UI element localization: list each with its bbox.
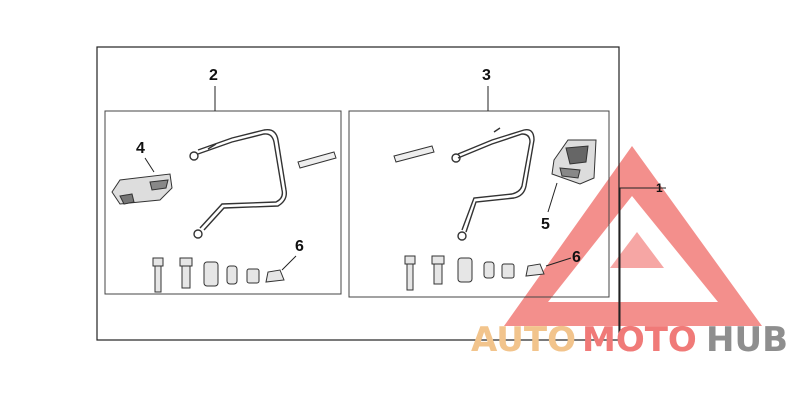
leader-left-cap [281, 255, 297, 271]
leader-kit [619, 187, 666, 340]
right-spacer-small [501, 263, 515, 279]
left-spacer-medium [226, 265, 238, 285]
left-spacer-small [246, 268, 260, 284]
right-plate-part [393, 145, 435, 163]
callout-right-cap: 6 [572, 249, 581, 266]
callout-left-set: 2 [209, 67, 218, 84]
leader-right-latch [547, 182, 558, 213]
callout-right-set: 3 [482, 67, 491, 84]
watermark-logo [504, 146, 762, 326]
right-strap-part [451, 127, 535, 241]
watermark-word-moto: MOTO [582, 320, 697, 360]
left-bolt-long [152, 257, 164, 267]
right-bolt-long [404, 255, 416, 265]
right-latch-part [551, 139, 597, 185]
watermark-triangle [504, 146, 762, 326]
callout-left-cap: 6 [295, 238, 304, 255]
leader-right-cap [545, 257, 572, 267]
right-cap-part [525, 263, 545, 277]
left-set-box [104, 110, 342, 295]
right-spacer-medium [483, 261, 495, 279]
left-hardware-row [152, 257, 285, 293]
watermark-wordmark: AUTO MOTO HUB [471, 320, 788, 360]
left-bolt-short [179, 257, 193, 267]
watermark-word-auto: AUTO [471, 320, 576, 360]
right-spacer-large [457, 257, 473, 283]
right-bolt-short [431, 255, 445, 265]
kit-outline [96, 46, 620, 341]
left-latch-part [111, 173, 173, 205]
watermark-word-hub: HUB [706, 320, 788, 360]
left-plate-part [297, 151, 337, 169]
callout-right-latch: 5 [541, 216, 550, 233]
right-set-box [348, 110, 610, 298]
left-cap-part [265, 269, 285, 283]
left-strap-part [189, 129, 288, 239]
watermark-inner-triangle [610, 232, 664, 268]
leader-left-latch [144, 157, 155, 173]
callout-left-latch: 4 [136, 140, 145, 157]
left-spacer-large [203, 261, 219, 287]
right-hardware-row [404, 255, 545, 291]
